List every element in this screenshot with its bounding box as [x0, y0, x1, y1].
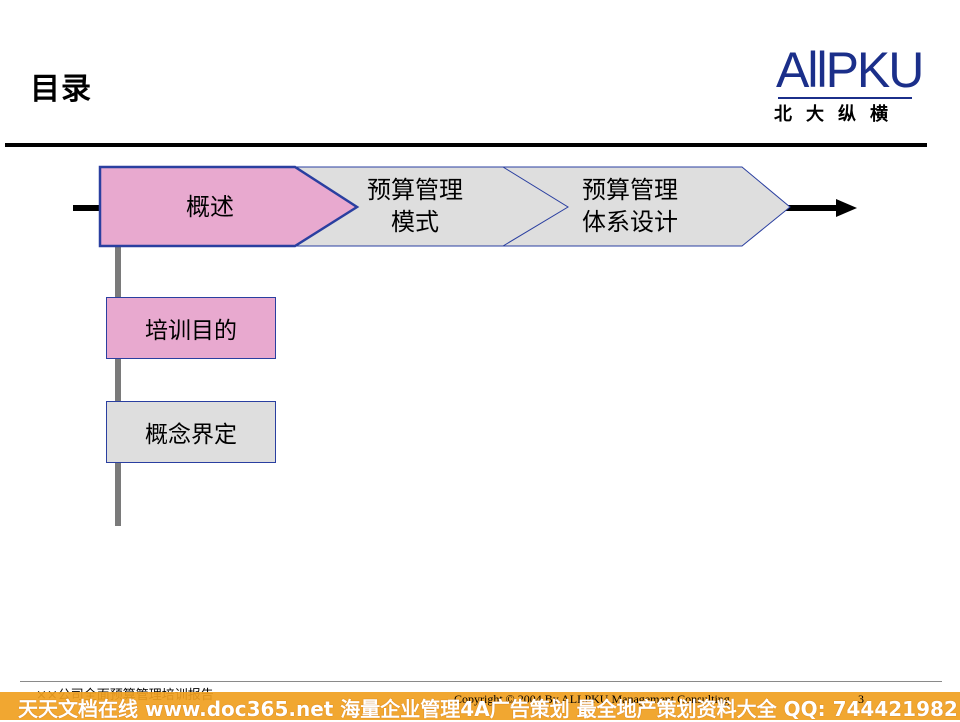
- step-label-3: 预算管理 体系设计: [545, 174, 715, 238]
- logo-subtitle: 北大纵横: [774, 104, 902, 125]
- page-number: 3: [858, 692, 864, 706]
- page-title: 目录: [30, 72, 92, 107]
- vertical-connector: [115, 245, 121, 526]
- step-chevron-1[interactable]: [98, 165, 360, 248]
- subitem-concept-definition[interactable]: 概念界定: [106, 401, 276, 463]
- step-2-line-1: 预算管理: [367, 176, 463, 204]
- step-2-line-2: 模式: [391, 208, 439, 236]
- watermark-banner: [0, 692, 960, 720]
- company-logo: AllPKU 北大纵横: [772, 40, 924, 125]
- arrow-head-icon: [836, 199, 857, 217]
- subitem-training-purpose[interactable]: 培训目的: [106, 297, 276, 359]
- step-label-1: 概述: [150, 191, 270, 223]
- footer-copyright: Copyright © 2004 By ALLPKU Management Co…: [454, 692, 730, 706]
- logo-mark: AllPKU: [776, 42, 924, 98]
- step-label-2: 预算管理 模式: [340, 174, 490, 238]
- step-3-line-1: 预算管理: [582, 176, 678, 204]
- timeline-end: [785, 205, 840, 211]
- footer-divider: [20, 681, 942, 682]
- step-3-line-2: 体系设计: [582, 208, 678, 236]
- timeline-start: [73, 205, 103, 211]
- step-1-line-1: 概述: [186, 193, 234, 221]
- header-divider: [5, 143, 927, 147]
- watermark-text: 天天文档在线 www.doc365.net 海量企业管理4A广告策划 最全地产策…: [18, 697, 958, 721]
- logo-underline: [778, 97, 912, 99]
